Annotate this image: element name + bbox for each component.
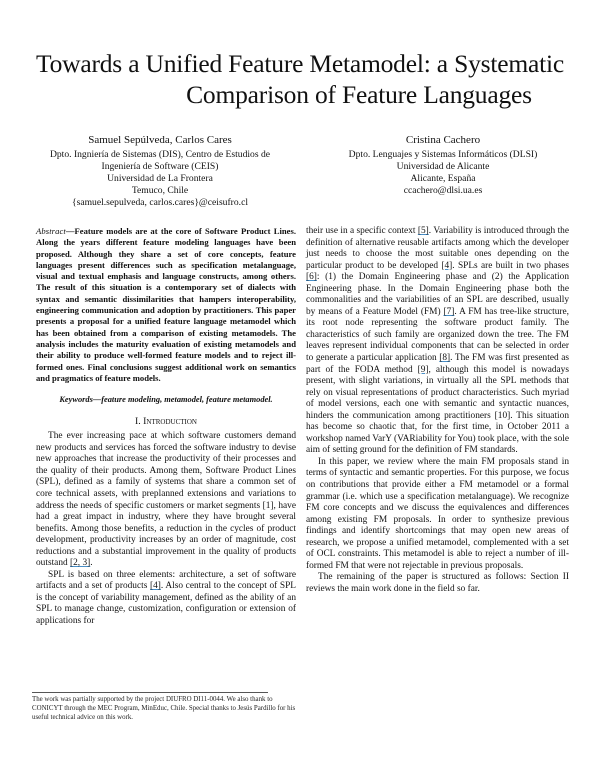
citation-link[interactable]: [7] [443, 306, 455, 317]
abstract-text: —Feature models are at the core of Softw… [36, 226, 296, 383]
author-block-2: Cristina Cachero Dpto. Lenguajes y Siste… [318, 133, 568, 197]
paragraph-text: , although this model is nowadays presen… [306, 364, 569, 456]
left-column: Abstract—Feature models are at the core … [36, 226, 296, 628]
title-line-1: Towards a Unified Feature Metamodel: a S… [35, 49, 564, 78]
paragraph: SPL is based on three elements: architec… [36, 570, 296, 628]
paragraph-text: . SPLs are built in two phases [452, 260, 569, 271]
paragraph-text: The ever increasing pace at which softwa… [36, 431, 296, 569]
citation-link[interactable]: [5] [417, 226, 429, 236]
citation-link[interactable]: [4] [441, 260, 453, 271]
paragraph-text: . [90, 558, 93, 569]
author-block-1: Samuel Sepúlveda, Carlos Cares Dpto. Ing… [40, 133, 280, 209]
paper-title: Towards a Unified Feature Metamodel: a S… [0, 48, 600, 110]
citation-link[interactable]: [4] [150, 581, 161, 592]
right-column: their use in a specific context [5]. Var… [306, 226, 569, 596]
keywords-label: Keywords [59, 395, 93, 405]
paragraph-text: their use in a specific context [306, 226, 418, 236]
paragraph-text: . Variability is introduced through the … [306, 226, 569, 271]
citation-link[interactable]: [8] [439, 353, 451, 364]
paragraph: In this paper, we review where the main … [306, 456, 569, 571]
keywords: Keywords—feature modeling, metamodel, fe… [36, 394, 296, 406]
abstract-label: Abstract [36, 226, 66, 236]
footnote: The work was partially supported by the … [32, 696, 296, 721]
citation-link[interactable]: [6] [306, 272, 317, 283]
affiliation-line: Universidad de Alicante [396, 161, 490, 172]
affiliation-line: Alicante, España [410, 173, 476, 184]
author-names: Cristina Cachero [405, 134, 481, 146]
keywords-text: —feature modeling, metamodel, feature me… [92, 395, 273, 405]
paragraph-text: . A FM has tree-like structure, its root… [306, 306, 570, 364]
paragraph-text: . The FM was first presented as part of … [306, 353, 570, 375]
abstract: Abstract—Feature models are at the core … [36, 226, 296, 384]
paragraph-text: : (1) the Domain Engineering phase and (… [306, 272, 569, 317]
affiliation-line: Universidad de La Frontera [107, 173, 213, 184]
citation-link[interactable]: [9] [417, 364, 429, 375]
paragraph: The remaining of the paper is structured… [306, 572, 569, 594]
affiliation-line: Ingeniería de Software (CEIS) [101, 161, 219, 172]
author-email: {samuel.sepulveda, carlos.cares}@ceisufr… [71, 197, 248, 208]
footnote-divider [32, 692, 268, 693]
affiliation-line: Dpto. Lenguajes y Sistemas Informáticos … [348, 149, 538, 160]
paragraph: their use in a specific context [5]. Var… [306, 226, 569, 457]
affiliation-line: Temuco, Chile [131, 185, 189, 196]
paragraph-text: . Also central to the concept of SPL is … [36, 581, 296, 626]
paragraph: The ever increasing pace at which softwa… [36, 431, 296, 570]
section-heading-introduction: I. Introduction [135, 415, 197, 427]
affiliation-line: Dpto. Ingniería de Sistemas (DIS), Centr… [49, 149, 271, 160]
author-names: Samuel Sepúlveda, Carlos Cares [88, 134, 232, 146]
title-line-2: Comparison of Feature Languages [186, 80, 532, 109]
author-email: ccachero@dlsi.ua.es [403, 185, 483, 196]
citation-link[interactable]: [2, 3] [70, 558, 91, 569]
paragraph-text: SPL is based on three elements: architec… [36, 569, 296, 592]
